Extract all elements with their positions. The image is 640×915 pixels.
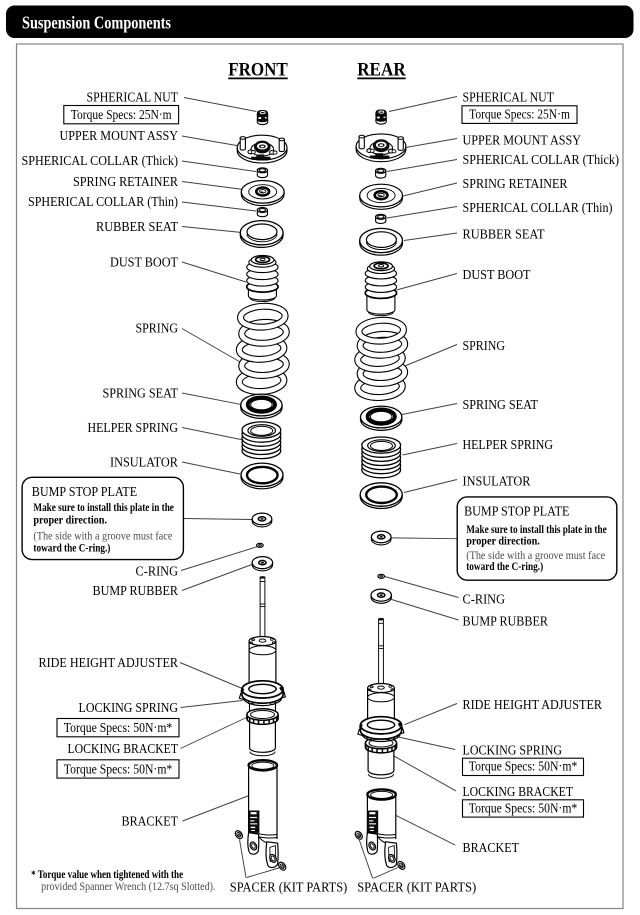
svg-text:LOCKING BRACKET: LOCKING BRACKET <box>463 784 574 799</box>
svg-text:SPRING RETAINER: SPRING RETAINER <box>73 174 178 189</box>
svg-text:BUMP STOP PLATE: BUMP STOP PLATE <box>464 505 569 520</box>
svg-text:* Torque value when tightened: * Torque value when tightened with the <box>31 869 183 881</box>
svg-text:RUBBER SEAT: RUBBER SEAT <box>96 219 178 234</box>
svg-text:REAR: REAR <box>357 60 406 81</box>
svg-text:Make sure to install this plat: Make sure to install this plate in the <box>33 502 174 514</box>
svg-text:SPRING SEAT: SPRING SEAT <box>463 397 539 412</box>
svg-text:SPACER (KIT PARTS): SPACER (KIT PARTS) <box>357 879 476 895</box>
svg-text:Suspension Components: Suspension Components <box>22 13 171 33</box>
svg-text:DUST BOOT: DUST BOOT <box>463 267 531 282</box>
svg-text:Torque Specs: 25N·m: Torque Specs: 25N·m <box>469 107 570 122</box>
svg-text:RUBBER SEAT: RUBBER SEAT <box>463 227 545 242</box>
svg-text:(The side with a groove must f: (The side with a groove must face <box>466 550 605 562</box>
svg-text:provided Spanner Wrench (12.7s: provided Spanner Wrench (12.7sq Slotted)… <box>41 879 215 893</box>
svg-text:DUST BOOT: DUST BOOT <box>110 254 178 269</box>
svg-text:proper direction.: proper direction. <box>466 536 540 548</box>
svg-text:Torque Specs: 50N·m*: Torque Specs: 50N·m* <box>64 720 173 735</box>
svg-text:Torque Specs: 50N·m*: Torque Specs: 50N·m* <box>469 759 578 774</box>
svg-text:proper direction.: proper direction. <box>33 514 107 526</box>
svg-text:(The side with a groove must f: (The side with a groove must face <box>33 530 172 542</box>
svg-text:UPPER MOUNT ASSY: UPPER MOUNT ASSY <box>463 132 582 147</box>
svg-text:UPPER MOUNT ASSY: UPPER MOUNT ASSY <box>60 128 179 143</box>
svg-text:BUMP STOP PLATE: BUMP STOP PLATE <box>32 485 137 500</box>
svg-text:SPHERICAL NUT: SPHERICAL NUT <box>87 89 179 104</box>
svg-text:SPRING: SPRING <box>136 321 179 336</box>
svg-text:SPRING SEAT: SPRING SEAT <box>103 386 179 401</box>
svg-text:Torque Specs: 25N·m: Torque Specs: 25N·m <box>71 107 172 122</box>
svg-text:SPHERICAL NUT: SPHERICAL NUT <box>463 90 555 105</box>
svg-text:SPHERICAL COLLAR (Thin): SPHERICAL COLLAR (Thin) <box>463 200 613 215</box>
svg-text:HELPER SPRING: HELPER SPRING <box>88 420 179 435</box>
svg-text:C-RING: C-RING <box>463 591 506 606</box>
svg-text:LOCKING SPRING: LOCKING SPRING <box>463 743 563 758</box>
svg-text:C-RING: C-RING <box>136 564 179 579</box>
svg-text:Make sure to install this plat: Make sure to install this plate in the <box>466 524 607 536</box>
svg-text:FRONT: FRONT <box>228 60 288 81</box>
svg-text:Torque Specs: 50N·m*: Torque Specs: 50N·m* <box>64 761 173 776</box>
svg-text:SPHERICAL COLLAR (Thin): SPHERICAL COLLAR (Thin) <box>28 194 178 209</box>
svg-text:HELPER SPRING: HELPER SPRING <box>463 437 554 452</box>
svg-text:BUMP RUBBER: BUMP RUBBER <box>463 614 549 629</box>
svg-text:SPRING: SPRING <box>463 338 506 353</box>
svg-text:LOCKING BRACKET: LOCKING BRACKET <box>68 741 179 756</box>
svg-text:Torque Specs: 50N·m*: Torque Specs: 50N·m* <box>469 800 578 815</box>
svg-text:BUMP RUBBER: BUMP RUBBER <box>93 583 179 598</box>
svg-text:SPACER (KIT PARTS): SPACER (KIT PARTS) <box>230 879 347 895</box>
svg-text:SPRING RETAINER: SPRING RETAINER <box>463 176 568 191</box>
svg-text:SPHERICAL COLLAR (Thick): SPHERICAL COLLAR (Thick) <box>22 153 179 168</box>
svg-text:RIDE HEIGHT ADJUSTER: RIDE HEIGHT ADJUSTER <box>463 697 603 712</box>
svg-text:toward the C-ring.): toward the C-ring.) <box>33 542 110 554</box>
svg-text:INSULATOR: INSULATOR <box>110 454 178 469</box>
svg-text:toward the C-ring.): toward the C-ring.) <box>466 561 543 573</box>
svg-text:INSULATOR: INSULATOR <box>463 474 531 489</box>
svg-text:RIDE HEIGHT ADJUSTER: RIDE HEIGHT ADJUSTER <box>39 655 179 670</box>
svg-text:LOCKING SPRING: LOCKING SPRING <box>79 700 179 715</box>
svg-text:BRACKET: BRACKET <box>122 814 179 829</box>
svg-text:SPHERICAL COLLAR (Thick): SPHERICAL COLLAR (Thick) <box>463 152 620 167</box>
svg-text:BRACKET: BRACKET <box>463 840 520 855</box>
